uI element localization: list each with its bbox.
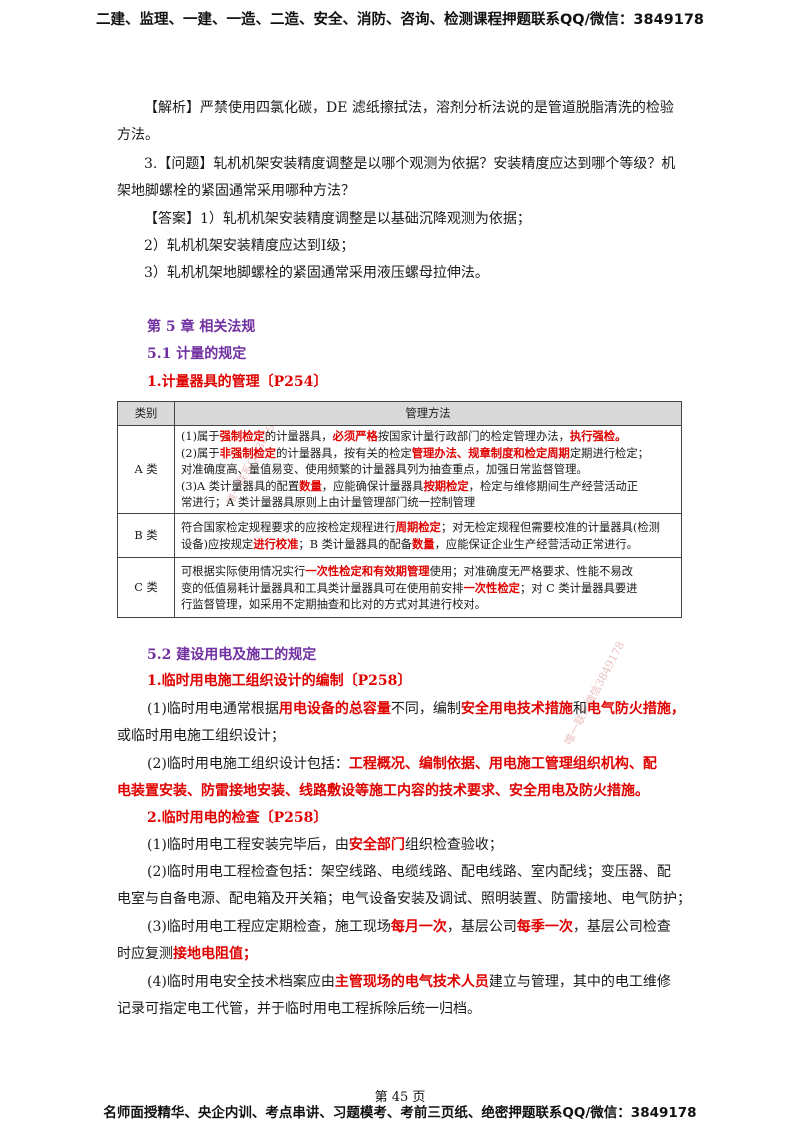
subsection-heading-design: 1.临时用电施工组织设计的编制〔P258〕	[147, 673, 412, 689]
page-header: 二建、监理、一建、一造、二造、安全、消防、咨询、检测课程押题联系QQ/微信：38…	[95, 12, 705, 28]
table-header-method: 管理方法	[174, 401, 682, 426]
paragraph-line: 或临时用电施工组织设计；	[117, 728, 285, 744]
table-cell-category: B 类	[117, 513, 175, 558]
question-line-2: 架地脚螺栓的紧固通常采用哪种方法？	[117, 183, 355, 199]
page-footer: 名师面授精华、央企内训、考点串讲、习题模考、考前三页纸、绝密押题联系QQ/微信：…	[103, 1105, 697, 1121]
paragraph-line: (1)临时用电通常根据用电设备的总容量不同，编制安全用电技术措施和电气防火措施，	[147, 701, 685, 717]
paragraph-line: 电室与自备电源、配电箱及开关箱；电气设备安装及调试、照明装置、防雷接地、电气防护…	[117, 891, 691, 907]
table-cell-category: A 类	[117, 425, 175, 514]
answer-line-2: 2）轧机机架安装精度应达到Ⅰ级；	[144, 238, 355, 254]
table-cell-method: 可根据实际使用情况实行一次性检定和有效期管理使用；对准确度无严格要求、性能不易改…	[174, 557, 682, 618]
table-row: B 类 符合国家检定规程要求的应按检定规程进行周期检定；对无检定规程但需要校准的…	[117, 513, 682, 558]
table-cell-method: 符合国家检定规程要求的应按检定规程进行周期检定；对无检定规程但需要校准的计量器具…	[174, 513, 682, 558]
chapter-heading: 第 5 章 相关法规	[147, 319, 256, 335]
table-header-row: 类别 管理方法	[117, 401, 682, 426]
table-row: A 类 (1)属于强制检定的计量器具，必须严格按国家计量行政部门的检定管理办法，…	[117, 425, 682, 514]
paragraph-line: 时应复测接地电阻值；	[117, 946, 257, 962]
answer-line-3: 3）轧机机架地脚螺栓的紧固通常采用液压螺母拉伸法。	[144, 265, 489, 281]
management-table: 类别 管理方法 A 类 (1)属于强制检定的计量器具，必须严格按国家计量行政部门…	[117, 401, 682, 618]
section-heading-5-1: 5.1 计量的规定	[147, 346, 247, 362]
paragraph-line: (2)临时用电施工组织设计包括：工程概况、编制依据、用电施工管理组织机构、配	[147, 756, 657, 772]
table-row: C 类 可根据实际使用情况实行一次性检定和有效期管理使用；对准确度无严格要求、性…	[117, 557, 682, 618]
paragraph-line: (2)临时用电工程检查包括：架空线路、电缆线路、配电线路、室内配线；变压器、配	[147, 864, 671, 880]
paragraph-line: (3)临时用电工程应定期检查，施工现场每月一次，基层公司每季一次，基层公司检查	[147, 919, 671, 935]
analysis-line-1: 【解析】严禁使用四氯化碳，DE 滤纸擦拭法，溶剂分析法说的是管道脱脂清洗的检验	[144, 100, 674, 116]
paragraph-line: 记录可指定电工代管，并于临时用电工程拆除后统一归档。	[117, 1001, 481, 1017]
analysis-line-2: 方法。	[117, 127, 159, 143]
table-cell-category: C 类	[117, 557, 175, 618]
question-line-1: 3.【问题】轧机机架安装精度调整是以哪个观测为依据？安装精度应达到哪个等级？机	[144, 156, 676, 172]
section-heading-5-2: 5.2 建设用电及施工的规定	[147, 647, 317, 663]
subsection-heading-inspection: 2.临时用电的检查〔P258〕	[147, 810, 328, 826]
paragraph-line: (4)临时用电安全技术档案应由主管现场的电气技术人员建立与管理，其中的电工维修	[147, 974, 671, 990]
paragraph-line: 电装置安装、防雷接地安装、线路敷设等施工内容的技术要求、安全用电及防火措施。	[117, 783, 649, 799]
answer-line-1: 【答案】1）轧机机架安装精度调整是以基础沉降观测为依据；	[144, 211, 531, 227]
table-header-category: 类别	[117, 401, 175, 426]
page-number: 第 45 页	[374, 1090, 426, 1105]
watermark: 唯一联系微信3849178	[561, 639, 628, 748]
table-cell-method: (1)属于强制检定的计量器具，必须严格按国家计量行政部门的检定管理办法，执行强检…	[174, 425, 682, 514]
paragraph-line: (1)临时用电工程安装完毕后，由安全部门组织检查验收；	[147, 837, 503, 853]
subsection-heading-meter: 1.计量器具的管理〔P254〕	[147, 374, 328, 390]
